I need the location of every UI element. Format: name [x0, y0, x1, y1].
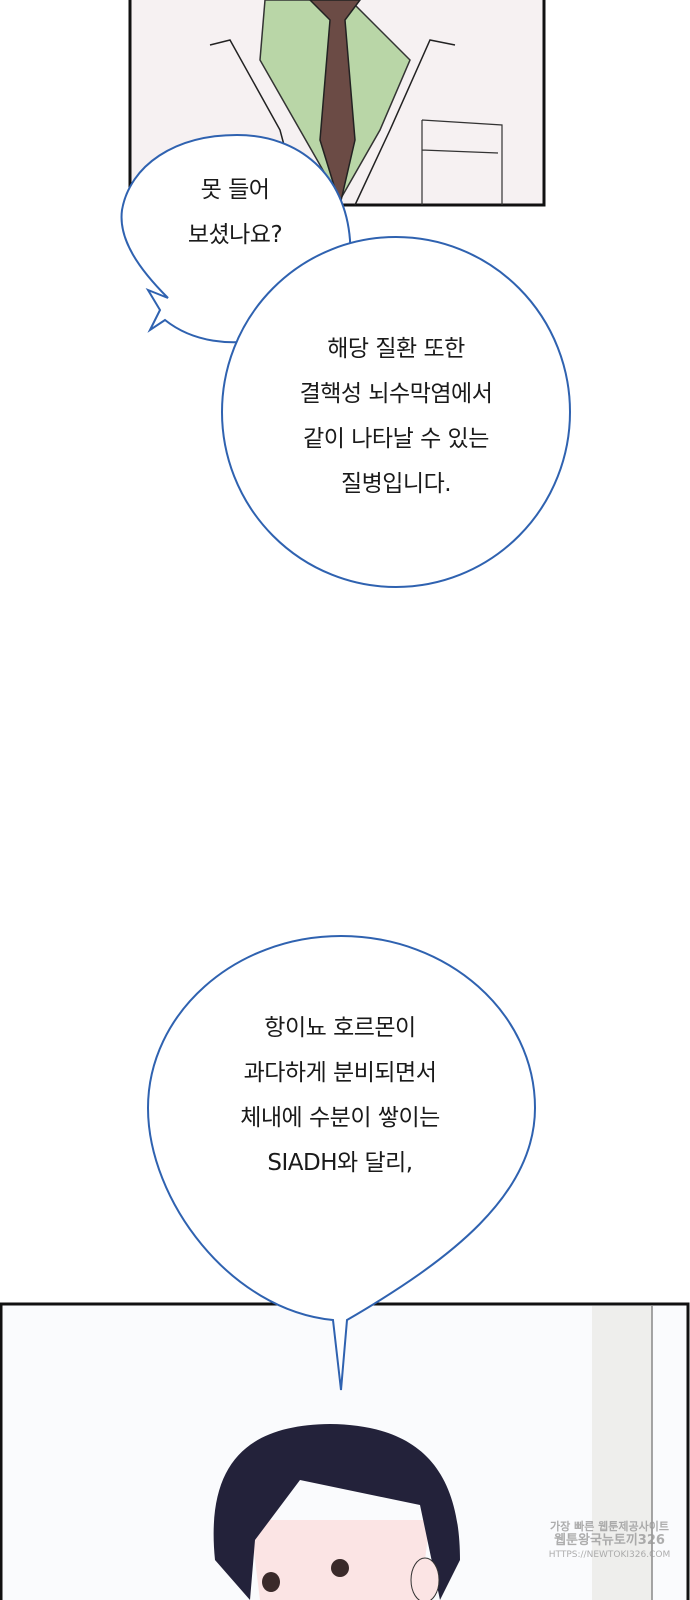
bubble-line: 과다하게 분비되면서: [243, 1060, 437, 1086]
bubble-line: SIADH와 달리,: [267, 1150, 413, 1176]
bubble-1-text: 못 들어 보셨나요?: [160, 168, 310, 258]
bubble-line: 체내에 수분이 쌓이는: [240, 1105, 440, 1131]
bubble-line: 같이 나타날 수 있는: [303, 426, 489, 452]
watermark-line1: 가장 빠른 웹툰제공사이트: [550, 1520, 669, 1533]
bubble-line: 항이뇨 호르몬이: [264, 1015, 416, 1041]
bottom-panel: [0, 1302, 690, 1600]
watermark-line2: 웹툰왕국뉴토끼326: [554, 1533, 665, 1548]
speech-bubble-2: [221, 236, 571, 588]
bubble-line: 질병입니다.: [340, 471, 452, 497]
watermark-url: HTTPS://NEWTOKI326.COM: [548, 1550, 671, 1560]
bubble-line: 해당 질환 또한: [327, 336, 465, 362]
bubble-line: 결핵성 뇌수막염에서: [299, 381, 493, 407]
speech-bubble-3: [146, 934, 537, 1391]
watermark: 가장 빠른 웹툰제공사이트 웹툰왕국뉴토끼326 HTTPS://NEWTOKI…: [532, 1520, 687, 1562]
bubble-2-text: 해당 질환 또한 결핵성 뇌수막염에서 같이 나타날 수 있는 질병입니다.: [246, 327, 546, 507]
bubble-line: 보셨나요?: [187, 222, 283, 248]
bubble-line: 못 들어: [200, 177, 270, 203]
bubble-3-text: 항이뇨 호르몬이 과다하게 분비되면서 체내에 수분이 쌓이는 SIADH와 달…: [190, 1006, 490, 1186]
